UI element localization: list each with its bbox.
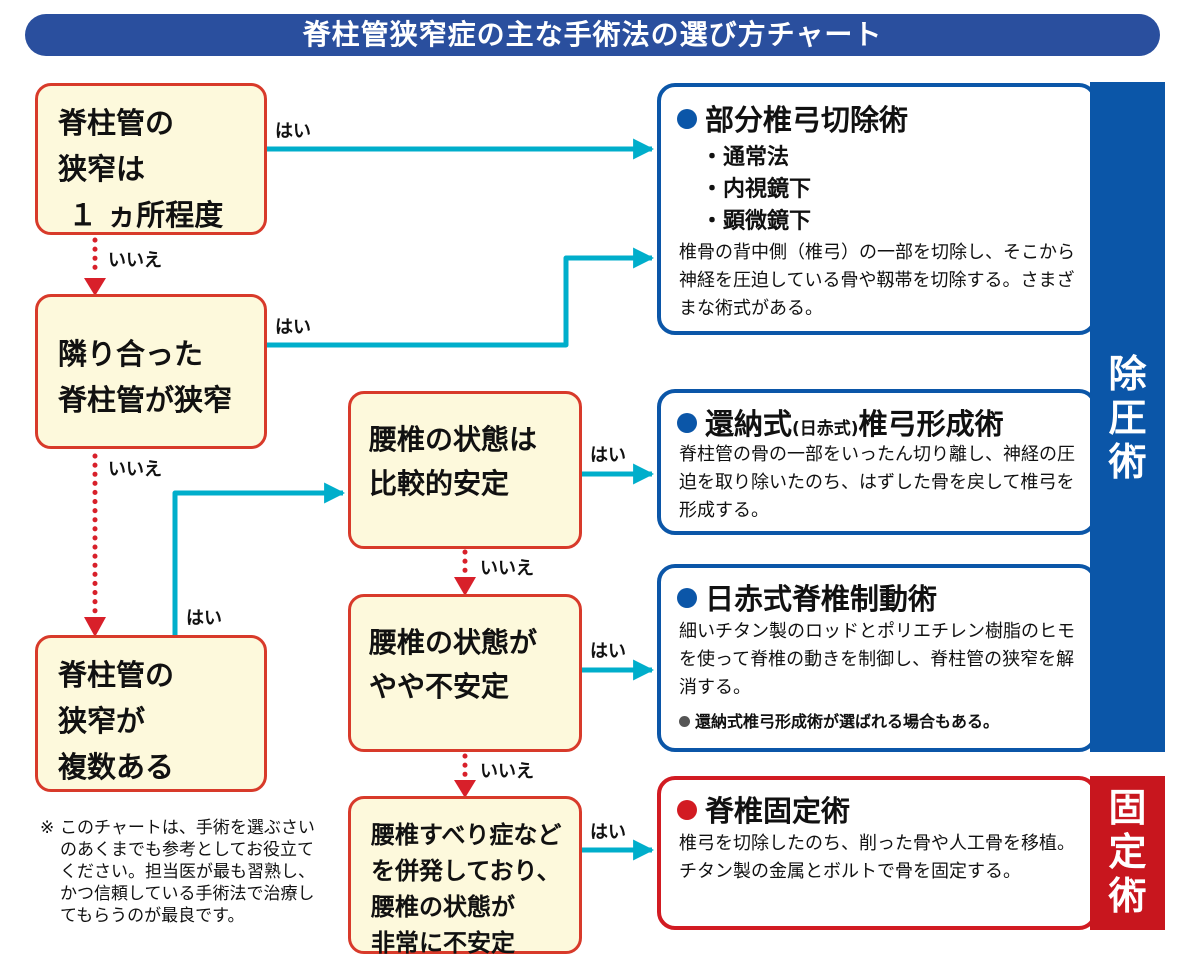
- method-item: ・顕微鏡下: [701, 209, 812, 234]
- question-text: 脊柱管の 狭窄は １ ヵ所程度: [58, 106, 224, 232]
- result-title: 部分椎弓切除術: [677, 97, 908, 139]
- chart-title: 脊柱管狭窄症の主な手術法の選び方チャート: [25, 14, 1160, 56]
- bullet-dot-icon: [677, 588, 697, 608]
- result-description: 脊柱管の骨の一部をいったん切り離し、神経の圧迫を取り除いたのち、はずした骨を戻し…: [679, 444, 1075, 521]
- question-box-q6: 腰椎すべり症など を併発しており、 腰椎の状態が 非常に不安定: [348, 796, 582, 957]
- no-arrow-q5-q6-head: [454, 780, 476, 798]
- no-arrow-q4-q5-head: [454, 577, 476, 596]
- yes-arrow-q3-q4: [172, 482, 346, 636]
- band-char: 除: [1108, 352, 1147, 396]
- bullet-dot-icon: [677, 800, 697, 820]
- bullet-dot-icon: [677, 413, 697, 433]
- yes-arrow-q2-r1: [265, 247, 655, 348]
- band-char: 圧: [1108, 396, 1147, 440]
- result-description: 椎骨の背中側（椎弓）の一部を切除し、そこから神経を圧迫している骨や靱帯を切除する…: [679, 242, 1075, 319]
- question-text: 腰椎の状態は 比較的安定: [369, 423, 538, 500]
- question-text: 脊柱管の 狭窄が 複数ある: [58, 658, 175, 784]
- question-box-q4: 腰椎の状態は 比較的安定: [348, 391, 582, 549]
- no-label-q4: いいえ: [480, 558, 534, 579]
- no-label-q5: いいえ: [480, 761, 534, 782]
- category-band-fixation: 固 定 術: [1090, 776, 1165, 930]
- footnote-mark: ※: [40, 818, 55, 838]
- note-dot-icon: [679, 716, 690, 727]
- footnote-text: このチャートは、手術を選ぶさいのあくまでも参考としてお役立てください。担当医が最…: [60, 818, 315, 926]
- result-box-partial-laminectomy: 部分椎弓切除術 ・通常法 ・内視鏡下 ・顕微鏡下 椎骨の背中側（椎弓）の一部を切…: [657, 83, 1097, 335]
- result-title: 脊椎固定術: [677, 788, 850, 830]
- no-arrow-q1-q2-head: [84, 278, 106, 296]
- band-char: 固: [1108, 786, 1147, 830]
- result-box-stabilization: 日赤式脊椎制動術 細いチタン製のロッドとポリエチレン樹脂のヒモを使って脊椎の動き…: [657, 564, 1097, 752]
- method-item: ・通常法: [701, 145, 790, 170]
- question-box-q3: 脊柱管の 狭窄が 複数ある: [35, 635, 267, 792]
- result-title: 還納式(日赤式)椎弓形成術: [677, 401, 1004, 443]
- result-note: 還納式椎弓形成術が選ばれる場合もある。: [679, 708, 999, 732]
- result-description: 椎弓を切除したのち、削った骨や人工骨を移植。チタン製の金属とボルトで骨を固定する…: [679, 833, 1075, 882]
- question-text: 隣り合った 脊柱管が狭窄: [58, 337, 233, 417]
- no-arrow-q2-q3-head: [84, 617, 106, 637]
- category-band-decompression: 除 圧 術: [1090, 82, 1165, 752]
- result-box-laminoplasty: 還納式(日赤式)椎弓形成術 脊柱管の骨の一部をいったん切り離し、神経の圧迫を取り…: [657, 389, 1097, 535]
- footnote: ※ このチャートは、手術を選ぶさいのあくまでも参考としてお役立てください。担当医…: [40, 817, 320, 927]
- result-title: 日赤式脊椎制動術: [677, 576, 937, 618]
- method-item: ・内視鏡下: [701, 177, 812, 202]
- bullet-dot-icon: [677, 109, 697, 129]
- yes-label-q2: はい: [275, 317, 311, 338]
- yes-label-q4: はい: [590, 445, 626, 466]
- question-box-q5: 腰椎の状態が やや不安定: [348, 594, 582, 752]
- question-text: 腰椎すべり症など を併発しており、 腰椎の状態が 非常に不安定: [371, 821, 562, 957]
- yes-label-q5: はい: [590, 641, 626, 662]
- yes-label-q3: はい: [186, 608, 222, 629]
- band-char: 術: [1108, 874, 1147, 918]
- band-char: 定: [1108, 830, 1147, 874]
- result-description: 細いチタン製のロッドとポリエチレン樹脂のヒモを使って脊椎の動きを制御し、脊柱管の…: [679, 621, 1075, 698]
- question-box-q2: 隣り合った 脊柱管が狭窄: [35, 294, 267, 449]
- yes-label-q1: はい: [275, 121, 311, 142]
- yes-label-q6: はい: [590, 822, 626, 843]
- question-text: 腰椎の状態が やや不安定: [369, 626, 538, 703]
- band-char: 術: [1108, 440, 1147, 484]
- result-box-fusion: 脊椎固定術 椎弓を切除したのち、削った骨や人工骨を移植。チタン製の金属とボルトで…: [657, 776, 1097, 930]
- question-box-q1: 脊柱管の 狭窄は １ ヵ所程度: [35, 83, 267, 235]
- no-label-q1: いいえ: [108, 250, 162, 271]
- no-label-q2: いいえ: [108, 459, 162, 480]
